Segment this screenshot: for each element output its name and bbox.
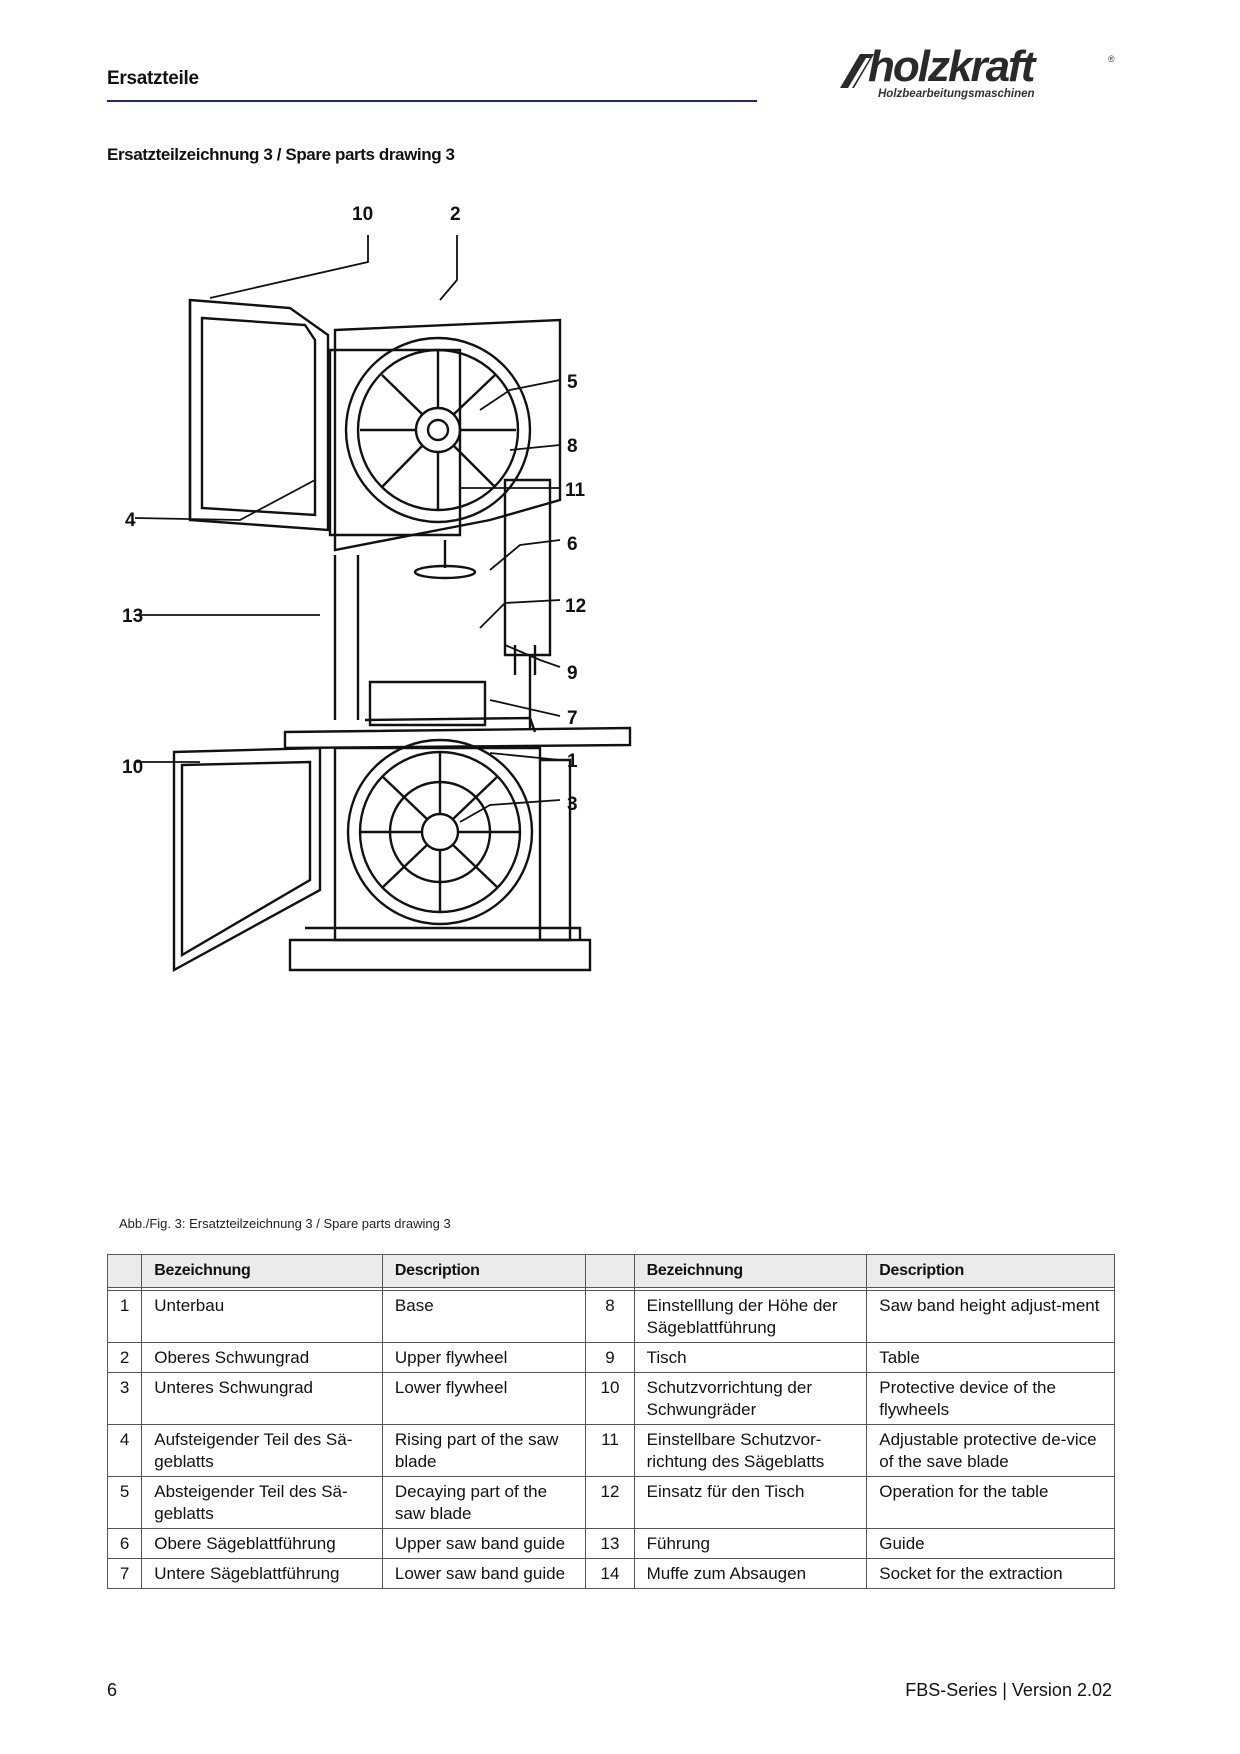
label-9: 9 [567, 663, 578, 684]
header-bezeichnung-left: Bezeichnung [141, 1254, 383, 1288]
label-7: 7 [567, 708, 578, 729]
version-label: FBS-Series | Version 2.02 [905, 1680, 1112, 1700]
label-8: 8 [567, 436, 578, 457]
band-saw-parts-drawing: 10 2 5 8 11 4 6 13 12 9 7 10 1 3 [122, 204, 632, 973]
label-3: 3 [567, 794, 578, 815]
page-number: 6 [107, 1680, 118, 1700]
label-13: 13 [122, 606, 143, 627]
section-title: Ersatzteilzeichnung 3 / Spare parts draw… [107, 145, 455, 164]
logo-tagline: Holzbearbeitungsmaschinen [878, 88, 1035, 100]
label-2: 2 [450, 204, 461, 225]
table-row: 5 Absteigender Teil des Sä-geblatts Deca… [106, 1476, 1115, 1529]
page-header-title: Ersatzteile [107, 68, 199, 89]
logo-mark-icon [840, 54, 874, 88]
table-row: 3 Unteres Schwungrad Lower flywheel 10 S… [106, 1372, 1115, 1425]
parts-table: Bezeichnung Description Bezeichnung Desc… [106, 1254, 1115, 1589]
table-header-row: Bezeichnung Description Bezeichnung Desc… [106, 1254, 1115, 1288]
label-4: 4 [125, 510, 136, 531]
holzkraft-logo: holzkraft ® Holzbearbeitungsmaschinen [838, 42, 1118, 104]
label-10-bottom: 10 [122, 757, 143, 778]
label-6: 6 [567, 534, 578, 555]
label-12: 12 [565, 596, 586, 617]
label-5: 5 [567, 372, 578, 393]
figure-caption: Abb./Fig. 3: Ersatzteilzeichnung 3 / Spa… [119, 1216, 451, 1231]
table-row: 2 Oberes Schwungrad Upper flywheel 9 Tis… [106, 1342, 1115, 1373]
header-rule [107, 100, 757, 102]
header-description-left: Description [381, 1254, 587, 1288]
table-row: 6 Obere Sägeblattführung Upper saw band … [106, 1528, 1115, 1559]
logo-wordmark: holzkraft [868, 42, 1035, 91]
header-num-right [585, 1254, 635, 1288]
table-row: 7 Untere Sägeblattführung Lower saw band… [106, 1558, 1115, 1589]
header-bezeichnung-right: Bezeichnung [633, 1254, 868, 1288]
logo-registered-mark: ® [1108, 54, 1115, 64]
label-10-top: 10 [352, 204, 373, 225]
header-num-left [106, 1254, 143, 1288]
table-row: 4 Aufsteigender Teil des Sä-geblatts Ris… [106, 1424, 1115, 1477]
table-row: 1 Unterbau Base 8 Einstelllung der Höhe … [106, 1290, 1115, 1343]
label-11: 11 [565, 480, 586, 501]
header-description-right: Description [866, 1254, 1115, 1288]
label-1: 1 [567, 751, 578, 772]
